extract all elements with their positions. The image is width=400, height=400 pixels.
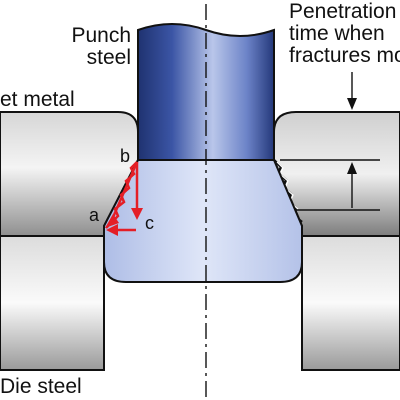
label-sheet-metal: et metal [0,88,75,111]
label-penetration-line3: fractures mo [289,44,400,67]
arrow-b-diag-shaft [109,161,139,223]
label-point-c: c [145,213,154,233]
die-right-block [301,235,400,371]
die-steel [0,235,400,371]
arrow-b-diag-head [105,214,119,228]
dim-arrow-top-head [347,98,357,110]
label-penetration-line2: time when [289,22,385,45]
label-point-b: b [120,146,130,166]
die-left-block [0,235,105,371]
red-vector-arrows [105,161,143,236]
sheet-metal [0,111,400,237]
label-punch-line2: steel [87,46,131,69]
penetration-dimension [280,72,380,211]
dim-arrow-bottom-head [347,162,357,174]
label-point-a: a [89,205,100,225]
arrow-c-left-head [106,224,118,236]
label-punch-line1: Punch [71,24,131,47]
arrow-b-down-head [131,208,143,220]
deformed-slug [103,159,303,283]
label-die-steel: Die steel [0,375,82,398]
label-penetration-line1: Penetration [289,0,396,23]
